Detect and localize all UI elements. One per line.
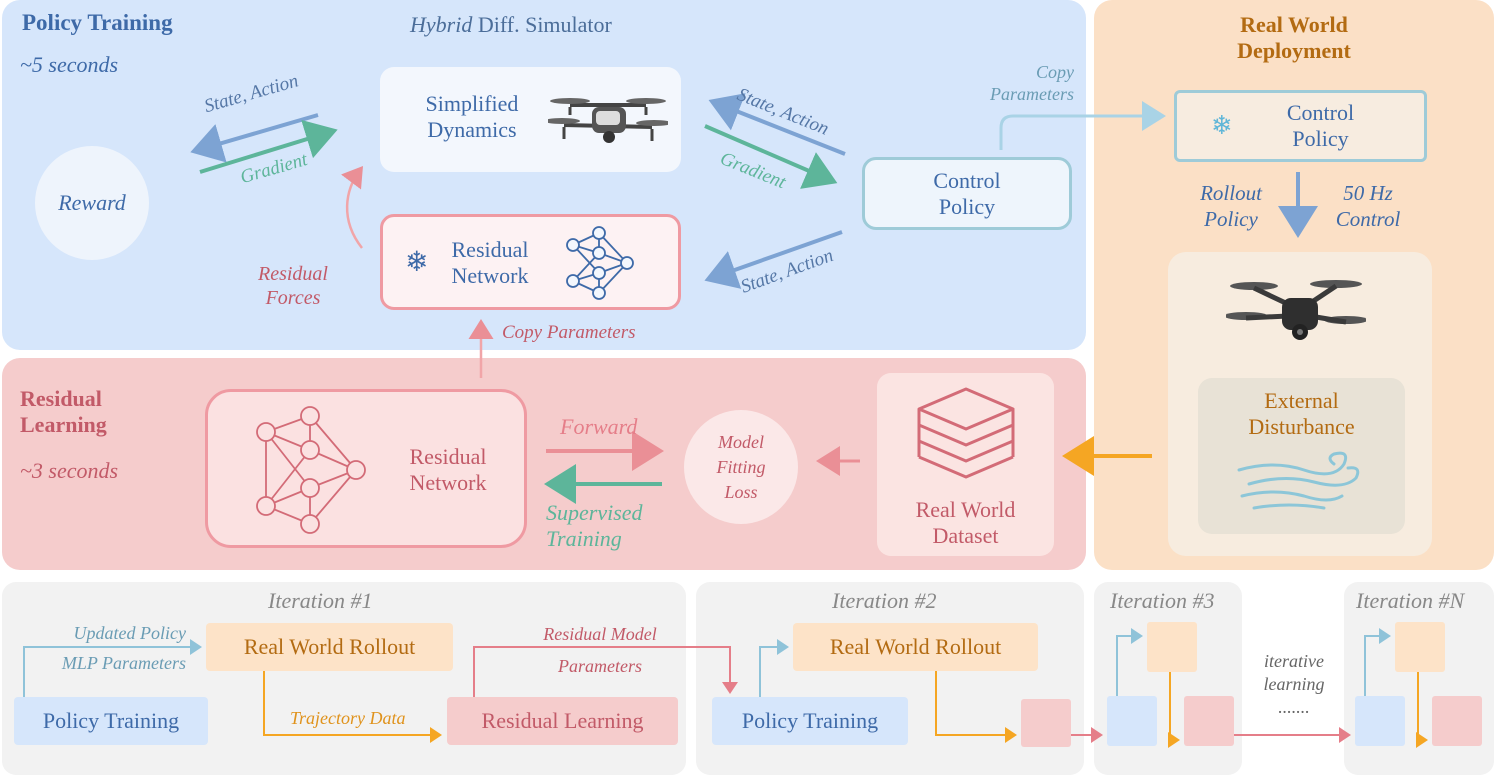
residual-learning-title: Residual Learning <box>20 386 107 437</box>
rollout-policy-label: Rollout Policy <box>1200 181 1262 231</box>
policy-training-n <box>1355 696 1405 746</box>
neural-network-icon <box>256 406 366 534</box>
deployed-control-policy-box: ❄ Control Policy <box>1174 90 1427 162</box>
supervised-training-label: Supervised Training <box>546 500 643 551</box>
residual-network-box-trainable: Residual Network <box>205 389 527 548</box>
snowflake-icon: ❄ <box>405 245 429 278</box>
iteration-3-title: Iteration #3 <box>1110 588 1215 613</box>
real-world-deployment-title: Real World Deployment <box>1237 12 1351 63</box>
policy-training-3 <box>1107 696 1157 746</box>
external-disturbance-box: External Disturbance <box>1198 378 1405 534</box>
reward-node: Reward <box>35 146 149 260</box>
simplified-dynamics-box: Simplified Dynamics <box>380 67 681 172</box>
model-fitting-loss-node: Model Fitting Loss <box>684 410 798 524</box>
residual-learning-n <box>1432 696 1482 746</box>
iteration-n-title: Iteration #N <box>1356 588 1465 613</box>
residual-learning-2 <box>1021 699 1071 747</box>
residual-learning-1: Residual Learning <box>447 697 678 745</box>
trajectory-data-label: Trajectory Data <box>290 708 406 728</box>
copy-parameters-label-deploy: Copy Parameters <box>990 62 1074 104</box>
real-world-rollout-1: Real World Rollout <box>206 623 453 671</box>
simulator-title: Hybrid Diff. Simulator <box>410 12 612 37</box>
residual-learning-3 <box>1184 696 1234 746</box>
snowflake-icon: ❄ <box>1211 111 1233 141</box>
drone-icon <box>1226 280 1366 340</box>
neural-network-icon <box>566 226 634 300</box>
drone-icon <box>548 98 668 143</box>
wind-icon <box>1237 451 1360 510</box>
copy-parameters-label: Copy Parameters <box>502 322 636 343</box>
control-rate-label: 50 Hz Control <box>1335 181 1401 231</box>
residual-network-box-frozen: ❄ Residual Network <box>380 214 681 310</box>
dataset-stack-icon <box>917 387 1015 479</box>
policy-training-2: Policy Training <box>712 697 908 745</box>
residual-learning-time: ~3 seconds <box>20 458 119 483</box>
real-world-rollout-2: Real World Rollout <box>793 623 1038 671</box>
policy-training-time: ~5 seconds <box>20 52 119 77</box>
iteration-1-title: Iteration #1 <box>268 588 373 613</box>
real-world-rollout-n <box>1395 622 1445 672</box>
forward-label: Forward <box>560 414 638 439</box>
residual-forces-label: Residual Forces <box>258 263 328 309</box>
iteration-2-title: Iteration #2 <box>832 588 937 613</box>
real-world-rollout-3 <box>1147 622 1197 672</box>
control-policy-box: Control Policy <box>862 157 1072 230</box>
updated-policy-label: Updated Policy MLP Parameters <box>61 623 186 673</box>
iterative-learning-label: iterative learning ....... <box>1263 651 1325 717</box>
residual-model-parameters-label: Residual Model Parameters <box>543 624 657 676</box>
real-world-dataset-box: Real World Dataset <box>877 373 1054 556</box>
policy-training-title: Policy Training <box>22 10 173 35</box>
policy-training-1: Policy Training <box>14 697 208 745</box>
